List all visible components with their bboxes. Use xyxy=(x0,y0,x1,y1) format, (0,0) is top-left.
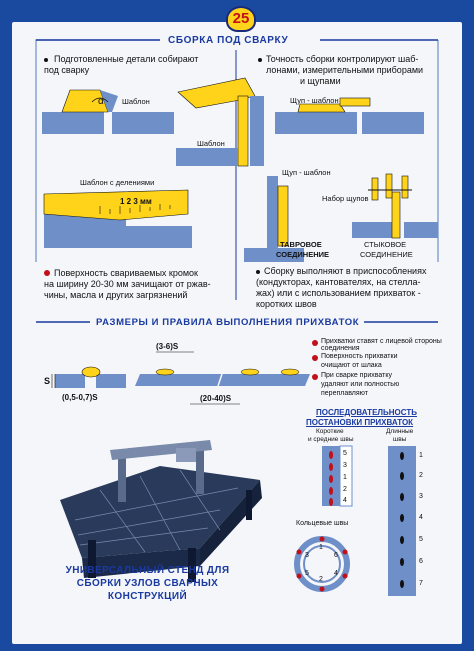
seq-long-number: 6 xyxy=(419,558,423,565)
bullet-dot xyxy=(312,374,318,380)
label-butt-joint-2: СОЕДИНЕНИЕ xyxy=(360,250,413,259)
ring-number: 3 xyxy=(305,552,309,559)
prepared-parts-line-2: под сварку xyxy=(44,65,90,75)
bullet-dot xyxy=(312,340,318,346)
surface-line-2: на ширину 20-30 мм зачищают от ржав- xyxy=(44,279,211,289)
sequence-title-2: ПОСТАНОВКИ ПРИХВАТОК xyxy=(306,418,414,427)
bullet-dot xyxy=(256,270,260,274)
assembly-title: СБОРКА ПОД СВАРКУ xyxy=(168,35,289,46)
stand-title: УНИВЕРСАЛЬНЫЙ СТЕНД ДЛЯ СБОРКИ УЗЛОВ СВА… xyxy=(65,564,230,603)
seq-short-number: 5 xyxy=(343,450,347,457)
seq-long-number: 7 xyxy=(419,580,423,587)
fixtures-line-1: Сборку выполняют в приспособлениях xyxy=(264,266,427,276)
fixtures-line-2: (кондукторах, кантователях, на стелла- xyxy=(256,277,421,287)
seq-long-number: 3 xyxy=(419,493,423,500)
ring-number: 6 xyxy=(334,552,338,559)
label-alpha: α xyxy=(98,96,104,107)
surface-line-3: чины, масла и других загрязнений xyxy=(44,290,188,300)
label-probe-set: Набор щупов xyxy=(322,194,369,203)
seq-short-number: 2 xyxy=(343,486,347,493)
label-butt-joint-1: СТЫКОВОЕ xyxy=(364,240,407,249)
seq-short-number: 1 xyxy=(343,474,347,481)
dim-20-40s: (20-40)S xyxy=(200,394,232,403)
label-template-1: Шаблон xyxy=(122,97,150,106)
label-long-1: Длинные xyxy=(386,428,414,435)
bullet-dot xyxy=(258,58,262,62)
dim-3-6s: (3-6)S xyxy=(156,342,179,351)
fixtures-line-4: коротких швов xyxy=(256,299,317,309)
seq-short-number: 4 xyxy=(343,497,347,504)
seq-short-number: 3 xyxy=(343,462,347,469)
ring-number: 2 xyxy=(319,576,323,583)
rule-3-line-2: удаляют или полностью xyxy=(321,381,400,388)
ring-seam-illustration xyxy=(294,536,350,592)
rule-2-line-2: очищают от шлака xyxy=(321,362,382,369)
label-template-2: Шаблон xyxy=(197,139,225,148)
divisions-template-illustration xyxy=(43,189,192,248)
seq-long-number: 5 xyxy=(419,536,423,543)
page-number: 25 xyxy=(226,6,256,32)
t-joint-illustration xyxy=(244,176,304,262)
label-long-2: швы xyxy=(393,436,407,443)
v-groove-illustration xyxy=(42,89,174,134)
label-t-joint-2: СОЕДИНЕНИЕ xyxy=(276,250,330,259)
label-ring: Кольцевые швы xyxy=(296,520,349,527)
sizes-title: РАЗМЕРЫ И ПРАВИЛА ВЫПОЛНЕНИЯ ПРИХВАТОК xyxy=(96,317,360,328)
bullet-dot xyxy=(44,58,48,62)
stand-title-line-1: УНИВЕРСАЛЬНЫЙ СТЕНД ДЛЯ xyxy=(65,565,230,576)
probe-template-illustration xyxy=(275,97,424,134)
seq-short-illustration xyxy=(322,445,353,507)
accuracy-line-1: Точность сборки контролируют шаб- xyxy=(266,54,419,64)
stand-title-line-2: СБОРКИ УЗЛОВ СВАРНЫХ xyxy=(76,578,219,589)
surface-line-1: Поверхность свариваемых кромок xyxy=(54,268,198,278)
label-probe-template-2: Щуп - шаблон xyxy=(282,168,331,177)
seq-long-number: 2 xyxy=(419,472,423,479)
bullet-dot xyxy=(312,355,318,361)
rule-2-line-1: Поверхность прихватки xyxy=(321,353,398,360)
label-scale: 1 2 3 мм xyxy=(120,197,152,206)
ring-number: 5 xyxy=(305,570,309,577)
label-short-1: Короткие xyxy=(316,428,344,435)
label-t-joint-1: ТАВРОВОЕ xyxy=(280,240,322,249)
seq-long-illustration xyxy=(388,446,416,596)
dim-0-5-0-7s: (0,5-0,7)S xyxy=(62,393,98,402)
prepared-parts-line-1: Подготовленные детали собирают xyxy=(54,54,199,64)
stand-title-line-3: КОНСТРУКЦИЙ xyxy=(107,591,188,602)
accuracy-line-2: лонами, измерительными приборами xyxy=(266,65,424,75)
dim-s: S xyxy=(44,376,51,386)
accuracy-line-3: и щупами xyxy=(300,76,341,86)
bullet-dot xyxy=(44,270,50,276)
seq-long-number: 4 xyxy=(419,514,423,521)
angle-template-illustration xyxy=(176,77,264,167)
ring-number: 4 xyxy=(334,570,338,577)
label-probe-template-1: Щуп - шаблон xyxy=(290,96,339,105)
fixtures-line-3: жах) или с использованием прихваток - xyxy=(256,288,421,298)
rule-3-line-1: При сварке прихватку xyxy=(321,372,393,379)
tack-spacing-illustration xyxy=(135,351,310,405)
sequence-title-1: ПОСЛЕДОВАТЕЛЬНОСТЬ xyxy=(316,408,417,417)
rule-3-line-3: переплавляют xyxy=(321,390,368,397)
welding-stand-illustration xyxy=(60,440,262,582)
tack-profile-illustration xyxy=(51,366,126,388)
label-template-divisions: Шаблон с делениями xyxy=(80,178,155,187)
label-short-2: и средние швы xyxy=(308,436,354,443)
ring-number: 1 xyxy=(319,544,323,551)
seq-long-number: 1 xyxy=(419,452,423,459)
butt-joint-illustration xyxy=(352,173,438,239)
rule-1-line-1: Прихватки ставят с лицевой стороны соеди… xyxy=(321,338,442,352)
